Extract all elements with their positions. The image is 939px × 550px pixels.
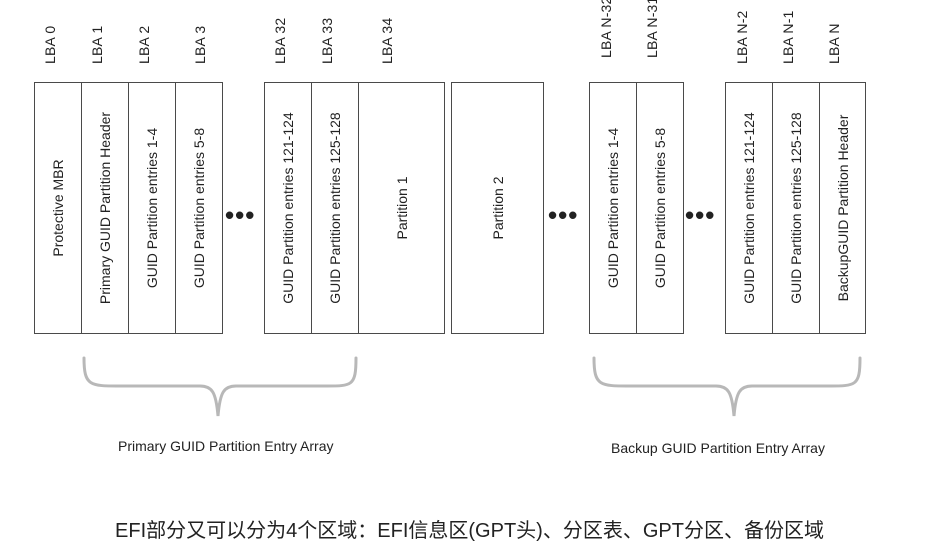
cell-partition-1: Partition 1 bbox=[358, 82, 445, 334]
ellipsis-2: ••• bbox=[548, 200, 579, 230]
lba-label-n: LBA N bbox=[826, 23, 842, 64]
cell-backup-gpt-header: BackupGUID Partition Header bbox=[819, 82, 866, 334]
backup-array-caption: Backup GUID Partition Entry Array bbox=[611, 440, 825, 456]
backup-array-brace bbox=[592, 356, 862, 417]
primary-array-brace bbox=[82, 356, 358, 417]
cell-primary-entries-121-124: GUID Partition entries 121-124 bbox=[264, 82, 312, 334]
primary-array-caption: Primary GUID Partition Entry Array bbox=[118, 438, 334, 454]
cell-protective-mbr: Protective MBR bbox=[34, 82, 82, 334]
cell-backup-entries-121-124: GUID Partition entries 121-124 bbox=[725, 82, 773, 334]
cell-primary-entries-1-4: GUID Partition entries 1-4 bbox=[128, 82, 176, 334]
cell-primary-entries-5-8: GUID Partition entries 5-8 bbox=[175, 82, 223, 334]
lba-label-33: LBA 33 bbox=[319, 17, 335, 64]
cell-partition-2: Partition 2 bbox=[451, 82, 544, 334]
ellipsis-3: ••• bbox=[685, 200, 716, 230]
lba-label-32: LBA 32 bbox=[272, 17, 288, 64]
lba-label-n-31: LBA N-31 bbox=[644, 0, 660, 58]
lba-label-n-1: LBA N-1 bbox=[780, 10, 796, 64]
lba-label-1: LBA 1 bbox=[89, 25, 105, 64]
cell-backup-entries-5-8: GUID Partition entries 5-8 bbox=[636, 82, 684, 334]
lba-label-n-32: LBA N-32 bbox=[598, 0, 614, 58]
cell-backup-entries-1-4: GUID Partition entries 1-4 bbox=[589, 82, 637, 334]
cell-primary-gpt-header: Primary GUID Partition Header bbox=[81, 82, 129, 334]
lba-label-2: LBA 2 bbox=[136, 25, 152, 64]
ellipsis-1: ••• bbox=[225, 200, 256, 230]
lba-label-n-2: LBA N-2 bbox=[734, 10, 750, 64]
cell-primary-entries-125-128: GUID Partition entries 125-128 bbox=[311, 82, 359, 334]
lba-label-0: LBA 0 bbox=[42, 25, 58, 64]
lba-label-3: LBA 3 bbox=[192, 25, 208, 64]
cell-backup-entries-125-128: GUID Partition entries 125-128 bbox=[772, 82, 820, 334]
footer-note: EFI部分又可以分为4个区域：EFI信息区(GPT头)、分区表、GPT分区、备份… bbox=[115, 520, 824, 542]
lba-label-34: LBA 34 bbox=[379, 17, 395, 64]
